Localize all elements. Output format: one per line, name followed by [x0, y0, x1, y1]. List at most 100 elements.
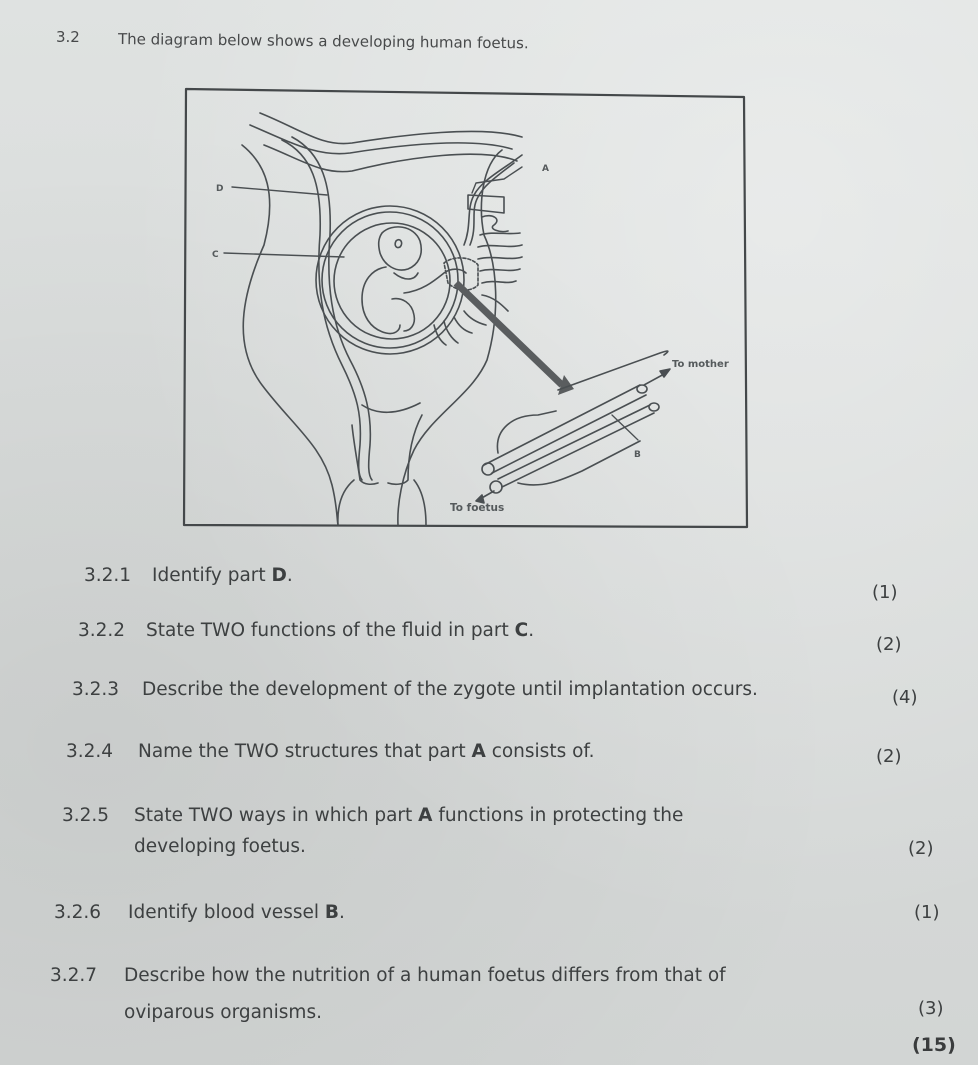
- body-outline-right: [397, 149, 503, 526]
- foetus-ear: [394, 238, 403, 249]
- villus-10: [463, 310, 487, 326]
- diagram-frame: [182, 87, 749, 529]
- vessel-top-1: [483, 384, 641, 466]
- question-text-line2: oviparous organisms.: [124, 1002, 322, 1023]
- uterus-wall-left-inner: [291, 136, 373, 481]
- marks-3-2-7: (3): [918, 998, 944, 1019]
- question-text: Describe how the nutrition of a human fo…: [124, 965, 726, 986]
- vessel-right-end-mid: [648, 402, 660, 412]
- vessel-mid-2: [501, 412, 655, 488]
- vessel-top-end: [481, 462, 495, 476]
- question-text: Describe the development of the zygote u…: [142, 679, 758, 700]
- villus-4: [477, 256, 523, 260]
- foetus-arm: [393, 272, 419, 280]
- sac-inner: [333, 222, 451, 340]
- question-text-part: .: [528, 620, 535, 641]
- sac-middle: [321, 211, 459, 349]
- question-text-line2: developing foetus.: [134, 836, 306, 857]
- question-part-ref: B: [324, 902, 339, 923]
- villus-2: [479, 232, 521, 236]
- to-foetus-arrow-head: [475, 494, 485, 504]
- question-text-part: Identify part: [152, 565, 272, 586]
- question-number: 3.2.6: [54, 902, 102, 923]
- cervix-plug: [361, 402, 421, 414]
- marks-3-2-6: (1): [914, 902, 940, 923]
- foetus-head: [377, 226, 423, 271]
- label-to-foetus: To foetus: [450, 502, 504, 514]
- villus-11: [433, 324, 447, 346]
- label-line-a: [471, 166, 523, 194]
- label-line-d: [231, 186, 328, 196]
- label-b: B: [634, 450, 641, 460]
- cord-outer-top: [557, 350, 669, 391]
- question-text: Name the TWO structures that part A cons…: [138, 741, 594, 762]
- to-mother-arrow-head: [659, 368, 671, 378]
- vessel-bottom-end: [489, 480, 503, 494]
- uterus-wall-top-3: [263, 144, 518, 173]
- vessel-mid-1: [497, 404, 651, 480]
- marks-3-2-5: (2): [908, 838, 934, 859]
- total-marks: (15): [912, 1034, 956, 1056]
- question-text-part: .: [338, 902, 345, 923]
- question-text-part: Describe how the nutrition of a human fo…: [124, 965, 726, 986]
- question-number: 3.2.4: [66, 741, 114, 762]
- uterus-wall-right-2: [469, 162, 515, 246]
- question-number: 3.2.1: [84, 565, 132, 586]
- villus-9: [443, 320, 459, 344]
- vessel-right-end-top: [636, 384, 648, 394]
- body-outline-left: [241, 144, 339, 526]
- umbilical-cord: [403, 268, 467, 294]
- question-text: State TWO ways in which part A functions…: [134, 805, 683, 826]
- villus-8: [453, 316, 473, 334]
- magnify-arrow: [453, 280, 574, 395]
- villus-1: [481, 214, 509, 233]
- label-line-c: [223, 252, 345, 258]
- uterus-wall-left-outer: [281, 139, 363, 481]
- cord-lower-edge: [517, 440, 641, 486]
- label-d: D: [216, 184, 223, 194]
- question-text-part: Identify blood vessel: [128, 902, 325, 923]
- question-text: Identify blood vessel B.: [128, 902, 345, 923]
- uterus-wall-top-2: [249, 124, 513, 155]
- label-to-mother: To mother: [672, 359, 729, 370]
- marks-3-2-3: (4): [892, 687, 918, 708]
- question-number: 3.2.2: [78, 620, 126, 641]
- placenta-block: [467, 194, 505, 214]
- placenta-attach: [443, 257, 479, 291]
- vessel-top-2: [491, 394, 647, 474]
- villus-6: [481, 280, 517, 284]
- marks-3-2-4: (2): [876, 746, 902, 767]
- question-number: 3.2: [56, 28, 80, 46]
- foetus-diagram: D C A B To mother To foetus: [182, 85, 750, 531]
- cervix-left: [351, 424, 379, 486]
- vagina-left: [337, 479, 355, 526]
- question-text-part: .: [286, 565, 293, 586]
- question-part-ref: A: [471, 741, 486, 762]
- uterus-wall-top-outer: [259, 112, 523, 145]
- question-text: State TWO functions of the fluid in part…: [146, 620, 534, 641]
- villus-7: [481, 294, 509, 312]
- question-number: 3.2.5: [62, 805, 110, 826]
- vagina-right: [413, 479, 427, 526]
- question-text-part: Name the TWO structures that part: [138, 741, 472, 762]
- label-a: A: [542, 164, 549, 174]
- question-part-ref: C: [514, 620, 529, 641]
- question-text-part: consists of.: [485, 741, 595, 762]
- question-intro: The diagram below shows a developing hum…: [117, 30, 529, 53]
- question-text-part: functions in protecting the: [432, 805, 684, 826]
- cord-outer-bottom: [496, 410, 557, 454]
- cervix-right: [387, 414, 423, 486]
- question-text: Identify part D.: [152, 565, 293, 586]
- foetus-body: [361, 266, 401, 335]
- label-line-b: [611, 414, 639, 441]
- sac-outer: [315, 205, 465, 355]
- villus-3: [477, 244, 523, 248]
- question-number: 3.2.7: [50, 965, 98, 986]
- marks-3-2-1: (1): [872, 582, 898, 603]
- question-text-part: State TWO ways in which part: [134, 805, 419, 826]
- marks-3-2-2: (2): [876, 634, 902, 655]
- villus-5: [479, 268, 521, 272]
- question-text-part: Describe the development of the zygote u…: [142, 679, 758, 700]
- foetus-leg: [391, 297, 416, 332]
